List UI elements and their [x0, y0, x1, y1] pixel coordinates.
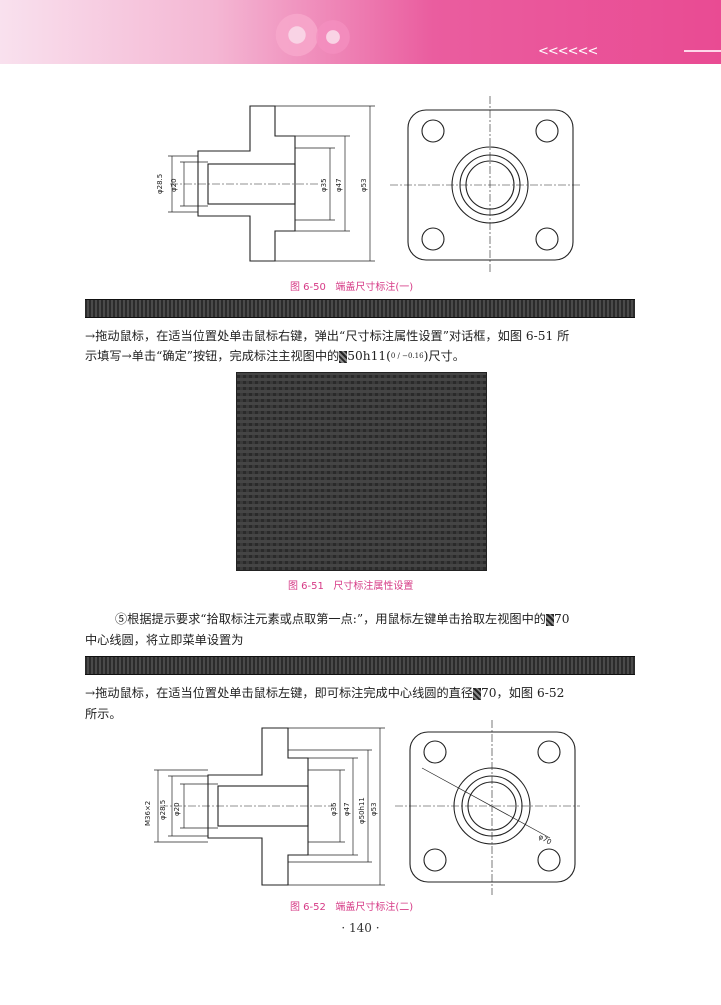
dim-label: φ47	[335, 178, 343, 192]
diameter-symbol-icon	[545, 613, 554, 626]
front-view: M36×2 φ28.5 φ20 φ35 φ47 φ50h11 φ53	[144, 727, 385, 886]
dim-label: φ47	[343, 802, 351, 816]
chevron-decoration: <<<<<<	[538, 44, 598, 59]
gear-icon	[316, 20, 350, 54]
figure-6-52: M36×2 φ28.5 φ20 φ35 φ47 φ50h11 φ53 φ70	[144, 720, 580, 895]
diameter-symbol-icon	[339, 350, 348, 363]
dimension-property-dialog-image	[236, 372, 487, 571]
dim-label: φ28.5	[159, 800, 167, 820]
figure-caption: 图 6-52 端盖尺寸标注(二)	[290, 902, 414, 913]
diameter-symbol-icon	[473, 687, 482, 700]
dim-label: φ28.5	[156, 174, 164, 194]
header-rule	[684, 50, 721, 52]
figure-caption: 图 6-50 端盖尺寸标注(一)	[290, 282, 414, 293]
dim-label: φ70	[537, 833, 553, 847]
page-header: <<<<<<	[0, 0, 721, 64]
side-view: φ70	[395, 720, 580, 895]
paragraph-line: →拖动鼠标，在适当位置处单击鼠标右键，弹出“尺寸标注属性设置”对话框，如图 6-…	[85, 329, 570, 343]
paragraph-line: 中心线圆，将立即菜单设置为	[85, 633, 244, 647]
dim-label: φ20	[170, 178, 178, 192]
paragraph-line: 所示。	[85, 707, 122, 721]
dim-label: M36×2	[144, 801, 152, 826]
immediate-menu-image	[85, 656, 635, 675]
page-number: · 140 ·	[341, 921, 380, 935]
front-view: φ28.5 φ20 φ35 φ47 φ53	[156, 105, 375, 262]
gear-icon	[275, 13, 319, 57]
dim-label: φ20	[173, 802, 181, 816]
immediate-menu-image	[85, 299, 635, 318]
figure-caption: 图 6-51 尺寸标注属性设置	[288, 581, 414, 592]
dim-label: φ35	[320, 178, 328, 192]
dim-label: φ35	[330, 802, 338, 816]
dim-label: φ53	[370, 802, 378, 816]
side-view	[390, 96, 582, 272]
figure-6-50: φ28.5 φ20 φ35 φ47 φ53	[156, 96, 582, 272]
dim-label: φ50h11	[358, 797, 366, 824]
dim-label: φ53	[360, 178, 368, 192]
